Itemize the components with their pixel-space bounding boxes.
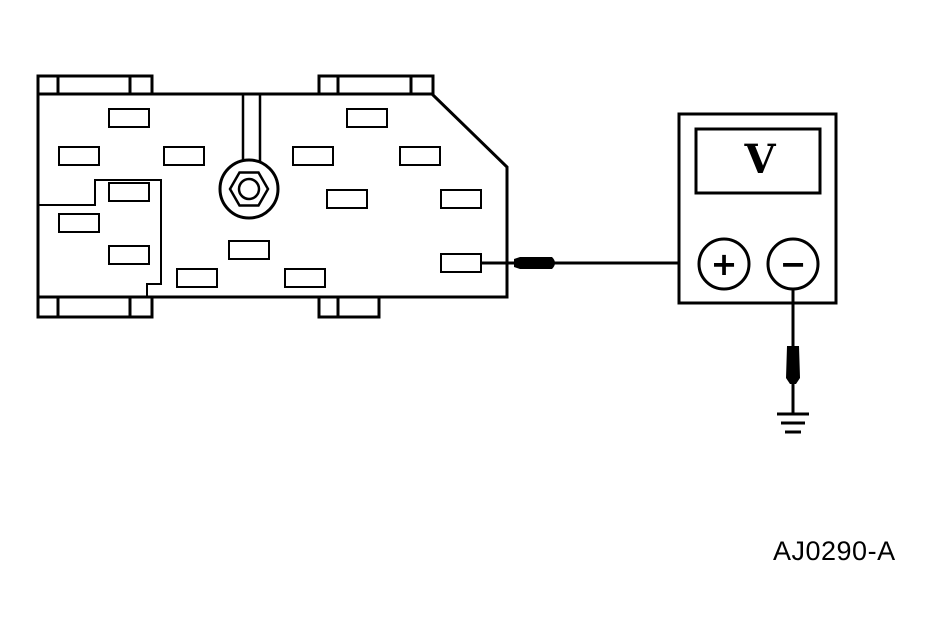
terminal-cavity: [176, 268, 218, 288]
voltmeter-display-symbol: V: [743, 136, 776, 183]
connector-latch-top-right: [317, 74, 435, 96]
terminal-cavity: [284, 268, 326, 288]
probe-tip: [786, 346, 800, 384]
negative-test-lead: [786, 289, 800, 413]
mounting-bolt: [218, 94, 280, 220]
connector-latch-bottom-right: [317, 295, 381, 319]
connector-latch-top-left: [36, 74, 154, 96]
terminal-cavity: [108, 245, 150, 265]
positive-test-lead: [481, 257, 699, 269]
voltmeter: V + −: [677, 112, 838, 305]
terminal-cavity: [440, 253, 482, 273]
probe-tip: [514, 257, 555, 269]
positive-terminal: [697, 237, 751, 291]
terminal-cavity: [292, 146, 334, 166]
terminal-cavity: [163, 146, 205, 166]
terminal-cavity: [399, 146, 441, 166]
terminal-cavity: [326, 189, 368, 209]
hex-nut-bore: [237, 177, 261, 201]
terminal-cavity: [58, 146, 100, 166]
ground-symbol-icon: [777, 412, 809, 434]
terminal-cavity: [228, 240, 270, 260]
negative-terminal-symbol: −: [780, 245, 807, 283]
terminal-cavity: [108, 108, 150, 128]
connector-latch-bottom-left: [36, 295, 154, 319]
terminal-cavities: [58, 108, 482, 288]
figure-reference-code: AJ0290-A: [773, 536, 896, 566]
terminal-cavity: [440, 189, 482, 209]
terminal-cavity: [108, 182, 150, 202]
terminal-cavity: [346, 108, 388, 128]
positive-terminal-symbol: +: [711, 245, 738, 283]
connector-key-panel: [38, 179, 162, 297]
voltmeter-display: [694, 127, 822, 195]
terminal-cavity: [58, 213, 100, 233]
